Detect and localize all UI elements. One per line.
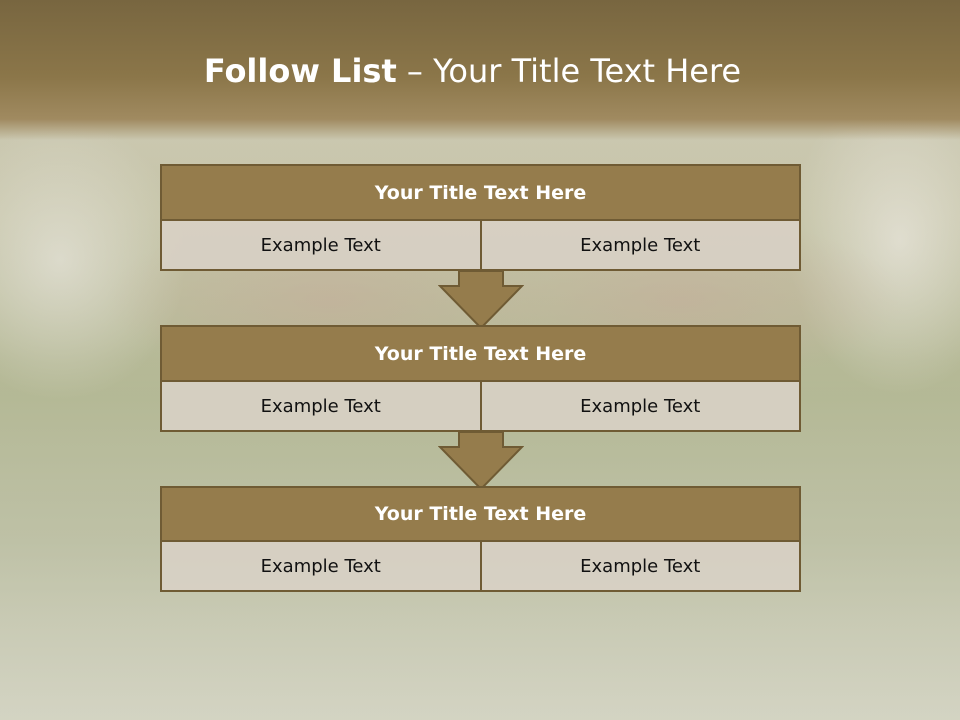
slide-title: Follow List – Your Title Text Here [0, 52, 945, 90]
flow-block-row: Example Text Example Text [160, 221, 801, 271]
flow-block-title: Your Title Text Here [160, 486, 801, 542]
flow-block-row: Example Text Example Text [160, 382, 801, 432]
flow-block-2: Your Title Text Here Example Text Exampl… [160, 325, 801, 432]
title-band [0, 0, 960, 140]
flow-block-cell-right: Example Text [481, 221, 801, 271]
flow-block-cell-left: Example Text [160, 542, 482, 592]
flow-block-row: Example Text Example Text [160, 542, 801, 592]
flow-block-3: Your Title Text Here Example Text Exampl… [160, 486, 801, 592]
flow-block-cell-left: Example Text [160, 221, 482, 271]
flow-block-title: Your Title Text Here [160, 325, 801, 382]
flow-block-title: Your Title Text Here [160, 164, 801, 221]
flow-block-cell-left: Example Text [160, 382, 482, 432]
flow-block-cell-right: Example Text [481, 382, 801, 432]
flow-block-cell-right: Example Text [481, 542, 801, 592]
down-arrow-icon [438, 271, 524, 329]
slide-title-rest: – Your Title Text Here [396, 52, 742, 90]
flow-block-1: Your Title Text Here Example Text Exampl… [160, 164, 801, 271]
slide-title-bold: Follow List [203, 52, 397, 90]
down-arrow-icon [438, 432, 524, 490]
